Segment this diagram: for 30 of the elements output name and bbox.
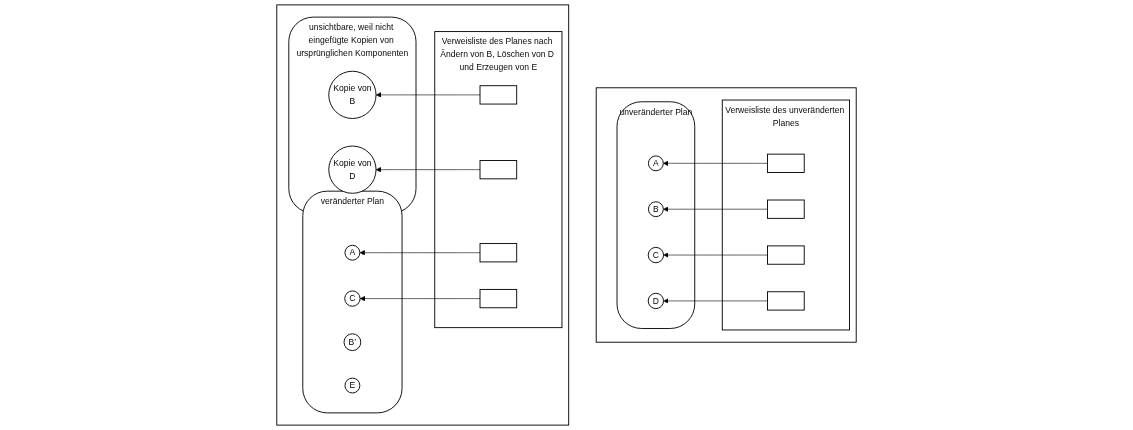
node-label: veränderter Plan	[320, 196, 385, 206]
node-circle: E	[344, 377, 361, 394]
node-box	[767, 291, 805, 311]
node-circle: D	[647, 292, 664, 310]
cluster	[288, 16, 417, 214]
node-box	[767, 245, 805, 265]
node-circle: Kopie von D	[328, 145, 377, 194]
cluster	[721, 99, 850, 331]
node-box	[767, 199, 805, 219]
node-box	[479, 243, 518, 263]
node-box	[479, 85, 518, 105]
cluster	[595, 87, 857, 343]
node-box	[767, 153, 805, 173]
node-circle: Kopie von B	[328, 70, 377, 119]
node-box	[479, 160, 518, 180]
node-label: unsichtbare, weil nicht eingefügte Kopien von ursprünglichen Komponenten	[296, 22, 409, 58]
cluster	[276, 4, 570, 426]
node-circle: B’	[343, 333, 362, 352]
cluster	[616, 101, 696, 329]
node-label: Verweisliste des Planes nach Ändern von B, Löschen von D und Erzeugen von E	[440, 36, 555, 72]
cluster	[302, 190, 403, 414]
node-circle: C	[344, 290, 361, 307]
node-circle: A	[344, 244, 361, 261]
node-box	[479, 288, 518, 309]
node-circle: C	[647, 246, 664, 264]
node-circle: A	[647, 155, 664, 172]
node-label: Verweisliste des unveränderten Planes	[725, 104, 845, 128]
node-label: unveränderter Plan	[619, 106, 693, 117]
cluster	[434, 31, 563, 329]
node-circle: B	[647, 201, 664, 218]
